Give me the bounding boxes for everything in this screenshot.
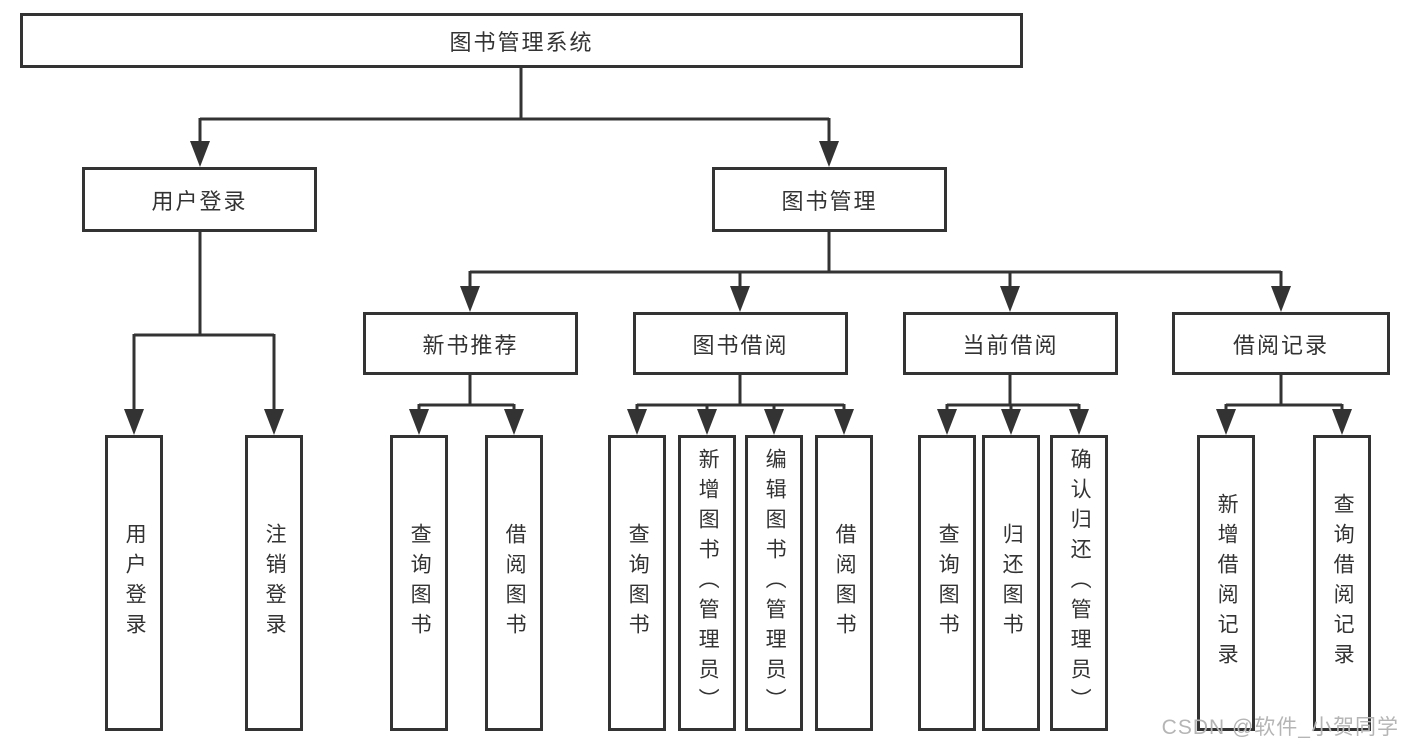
node-label: 图书管理系统 xyxy=(449,29,594,55)
node-book-management: 图书管理 xyxy=(712,167,947,232)
node-label: 注销登录 xyxy=(263,523,287,643)
node-label: 新增图书（管理员） xyxy=(696,448,720,718)
leaf-borrow-book-recommend: 借阅图书 xyxy=(485,435,543,731)
node-label: 当前借阅 xyxy=(962,332,1059,358)
node-label: 借阅记录 xyxy=(1232,332,1329,358)
node-label: 图书借阅 xyxy=(692,332,789,358)
node-label: 查询图书 xyxy=(626,523,650,643)
leaf-query-borrow-record: 查询借阅记录 xyxy=(1313,435,1371,731)
leaf-query-book-recommend: 查询图书 xyxy=(390,435,448,731)
node-user-login: 用户登录 xyxy=(82,167,317,232)
node-system-root: 图书管理系统 xyxy=(20,13,1023,68)
node-label: 确认归还（管理员） xyxy=(1068,448,1092,718)
leaf-edit-book-admin: 编辑图书（管理员） xyxy=(745,435,803,731)
node-label: 用户登录 xyxy=(123,523,147,643)
node-label: 借阅图书 xyxy=(833,523,857,643)
leaf-query-book-borrow: 查询图书 xyxy=(608,435,666,731)
node-label: 借阅图书 xyxy=(503,523,527,643)
leaf-return-book: 归还图书 xyxy=(982,435,1040,731)
leaf-query-book-current: 查询图书 xyxy=(918,435,976,731)
node-label: 编辑图书（管理员） xyxy=(763,448,787,718)
node-label: 查询图书 xyxy=(408,523,432,643)
node-label: 新增借阅记录 xyxy=(1215,493,1239,673)
node-label: 查询图书 xyxy=(936,523,960,643)
node-book-borrow: 图书借阅 xyxy=(633,312,848,375)
node-label: 新书推荐 xyxy=(422,332,519,358)
node-label: 查询借阅记录 xyxy=(1331,493,1355,673)
node-new-book-recommend: 新书推荐 xyxy=(363,312,578,375)
node-borrow-record: 借阅记录 xyxy=(1172,312,1390,375)
csdn-watermark: CSDN @软件_小贺同学 xyxy=(1161,716,1399,739)
leaf-add-borrow-record: 新增借阅记录 xyxy=(1197,435,1255,731)
leaf-logout: 注销登录 xyxy=(245,435,303,731)
leaf-user-login: 用户登录 xyxy=(105,435,163,731)
node-label: 归还图书 xyxy=(1000,523,1024,643)
node-current-borrow: 当前借阅 xyxy=(903,312,1118,375)
leaf-confirm-return-admin: 确认归还（管理员） xyxy=(1050,435,1108,731)
leaf-borrow-book: 借阅图书 xyxy=(815,435,873,731)
leaf-add-book-admin: 新增图书（管理员） xyxy=(678,435,736,731)
node-label: 用户登录 xyxy=(151,188,248,214)
node-label: 图书管理 xyxy=(781,188,878,214)
